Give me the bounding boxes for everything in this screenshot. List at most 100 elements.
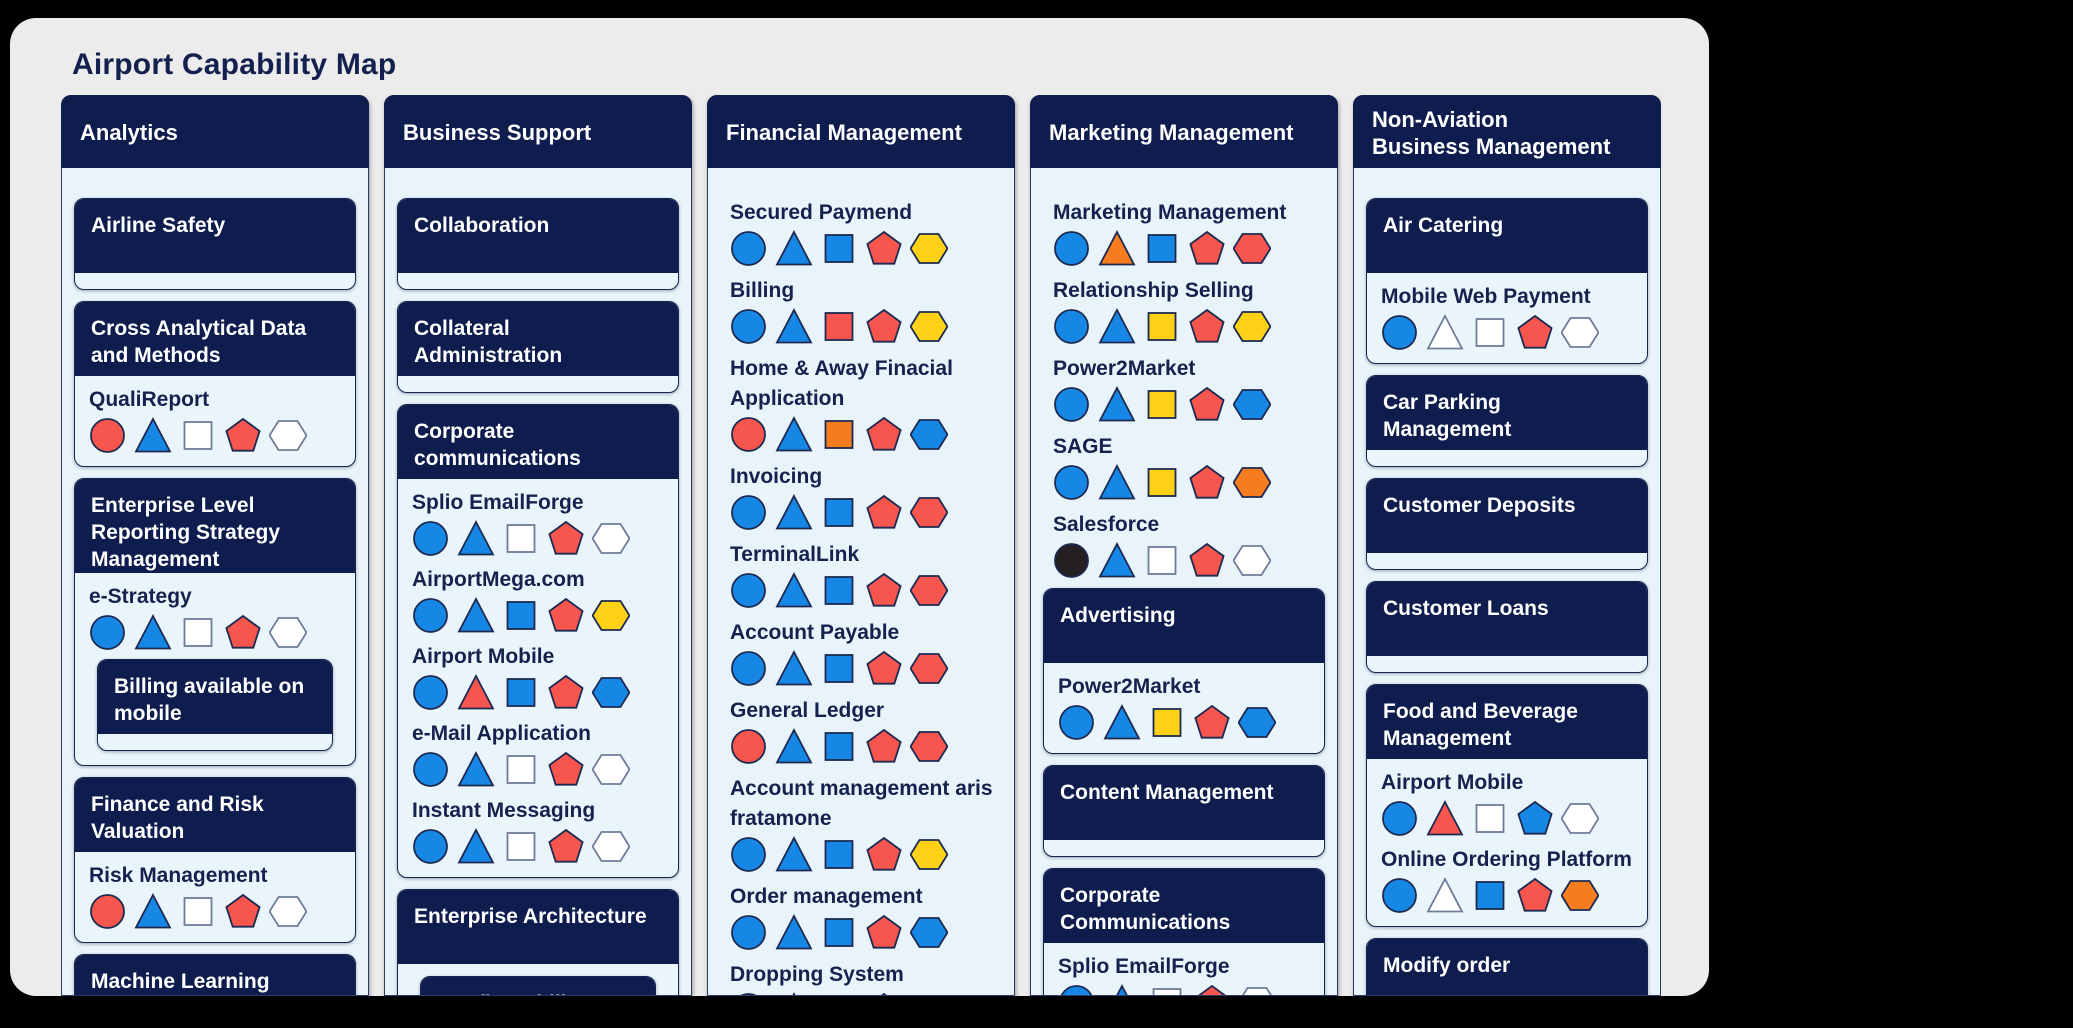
circle-icon [731, 837, 766, 872]
square-icon [506, 524, 536, 553]
app-item-power2market[interactable]: Power2Market [1043, 354, 1325, 423]
card-title: Airline Safety [75, 199, 355, 273]
triangle-icon [1098, 464, 1136, 500]
capability-card-billing-available-on-mobile[interactable]: Billing available on mobile [97, 659, 333, 751]
app-item-relationship-selling[interactable]: Relationship Selling [1043, 276, 1325, 345]
app-item-risk-management[interactable]: Risk Management [89, 861, 341, 930]
app-name: General Ledger [730, 699, 885, 722]
square-icon [824, 654, 854, 683]
triangle-icon [1098, 308, 1136, 344]
capability-card-modify-order[interactable]: Modify order [1366, 938, 1648, 995]
circle-icon [413, 752, 448, 787]
app-item-airport-mobile[interactable]: Airport Mobile [412, 642, 664, 711]
maturity-shape-row [1381, 799, 1633, 837]
app-item-airportmega-com[interactable]: AirportMega.com [412, 565, 664, 634]
maturity-shape-row [1381, 313, 1633, 351]
pentagon-icon [866, 416, 902, 451]
app-item-splio-emailforge[interactable]: Splio EmailForge [412, 488, 664, 557]
app-item-secured-paymend[interactable]: Secured Paymend [720, 198, 1002, 267]
maturity-shape-row [1053, 307, 1325, 345]
capability-card-enterprise-level-reporting-strategy-management[interactable]: Enterprise Level Reporting Strategy Mana… [74, 478, 356, 766]
capability-card-content-management[interactable]: Content Management [1043, 765, 1325, 857]
capability-card-enterprise-architecture[interactable]: Enterprise ArchitectureConfigurability [397, 889, 679, 995]
app-name: QualiReport [89, 388, 210, 411]
app-item-account-payable[interactable]: Account Payable [720, 618, 1002, 687]
maturity-shape-row [412, 750, 664, 788]
app-item-sage[interactable]: SAGE [1043, 432, 1325, 501]
app-item-invoicing[interactable]: Invoicing [720, 462, 1002, 531]
pentagon-icon [1517, 314, 1553, 349]
square-icon [506, 601, 536, 630]
pentagon-icon [225, 417, 261, 452]
app-item-billing[interactable]: Billing [720, 276, 1002, 345]
app-item-home-away-finacial-application[interactable]: Home & Away Finacial Application [720, 354, 1002, 453]
capability-card-car-parking-management[interactable]: Car Parking Management [1366, 375, 1648, 467]
capability-card-configurability[interactable]: Configurability [420, 976, 656, 995]
hexagon-icon [1238, 707, 1276, 738]
triangle-icon [775, 308, 813, 344]
app-name: SAGE [1053, 435, 1113, 458]
app-item-instant-messaging[interactable]: Instant Messaging [412, 796, 664, 865]
card-body [398, 273, 678, 289]
app-item-e-strategy[interactable]: e-Strategy [89, 582, 341, 651]
app-name: Billing [730, 279, 795, 302]
app-item-dropping-system[interactable]: Dropping System [720, 960, 1002, 995]
card-title: Finance and Risk Valuation [75, 778, 355, 852]
hexagon-icon [910, 419, 948, 450]
square-icon [824, 732, 854, 761]
pentagon-icon [866, 494, 902, 529]
app-item-mobile-web-payment[interactable]: Mobile Web Payment [1381, 282, 1633, 351]
app-name: Splio EmailForge [412, 491, 584, 514]
maturity-shape-row [1058, 983, 1310, 995]
app-name: Relationship Selling [1053, 279, 1254, 302]
square-icon [824, 312, 854, 341]
app-name: Airport Mobile [412, 645, 555, 668]
maturity-shape-row [412, 673, 664, 711]
square-icon [824, 918, 854, 947]
app-name: Order management [730, 885, 923, 908]
card-body: QualiReport [75, 376, 355, 466]
triangle-icon [457, 751, 495, 787]
column-header: Non-Aviation Business Management [1353, 95, 1661, 168]
app-name: e-Mail Application [412, 722, 591, 745]
app-item-online-ordering-platform[interactable]: Online Ordering Platform [1381, 845, 1633, 914]
maturity-shape-row [730, 229, 1002, 267]
app-item-splio-emailforge[interactable]: Splio EmailForge [1058, 952, 1310, 995]
capability-card-customer-loans[interactable]: Customer Loans [1366, 581, 1648, 673]
app-item-account-management-aris-fratamone[interactable]: Account management aris fratamone [720, 774, 1002, 873]
triangle-icon [775, 230, 813, 266]
app-item-e-mail-application[interactable]: e-Mail Application [412, 719, 664, 788]
app-item-marketing-management[interactable]: Marketing Management [1043, 198, 1325, 267]
card-body: Splio EmailForge [1044, 943, 1324, 995]
app-item-airport-mobile[interactable]: Airport Mobile [1381, 768, 1633, 837]
app-item-order-management[interactable]: Order management [720, 882, 1002, 951]
capability-card-airline-safety[interactable]: Airline Safety [74, 198, 356, 290]
app-item-power2market[interactable]: Power2Market [1058, 672, 1310, 741]
card-title: Modify order [1367, 939, 1647, 995]
pentagon-icon [548, 828, 584, 863]
capability-card-customer-deposits[interactable]: Customer Deposits [1366, 478, 1648, 570]
app-item-terminallink[interactable]: TerminalLink [720, 540, 1002, 609]
maturity-shape-row [1053, 229, 1325, 267]
maturity-shape-row [730, 835, 1002, 873]
app-item-qualireport[interactable]: QualiReport [89, 385, 341, 454]
app-item-general-ledger[interactable]: General Ledger [720, 696, 1002, 765]
capability-card-machine-learning[interactable]: Machine Learning [74, 954, 356, 995]
card-body: Power2Market [1044, 663, 1324, 753]
circle-icon [731, 495, 766, 530]
capability-card-collaboration[interactable]: Collaboration [397, 198, 679, 290]
column-header: Analytics [61, 95, 369, 168]
hexagon-icon [1233, 545, 1271, 576]
app-item-salesforce[interactable]: Salesforce [1043, 510, 1325, 579]
capability-card-collateral-administration[interactable]: Collateral Administration [397, 301, 679, 393]
